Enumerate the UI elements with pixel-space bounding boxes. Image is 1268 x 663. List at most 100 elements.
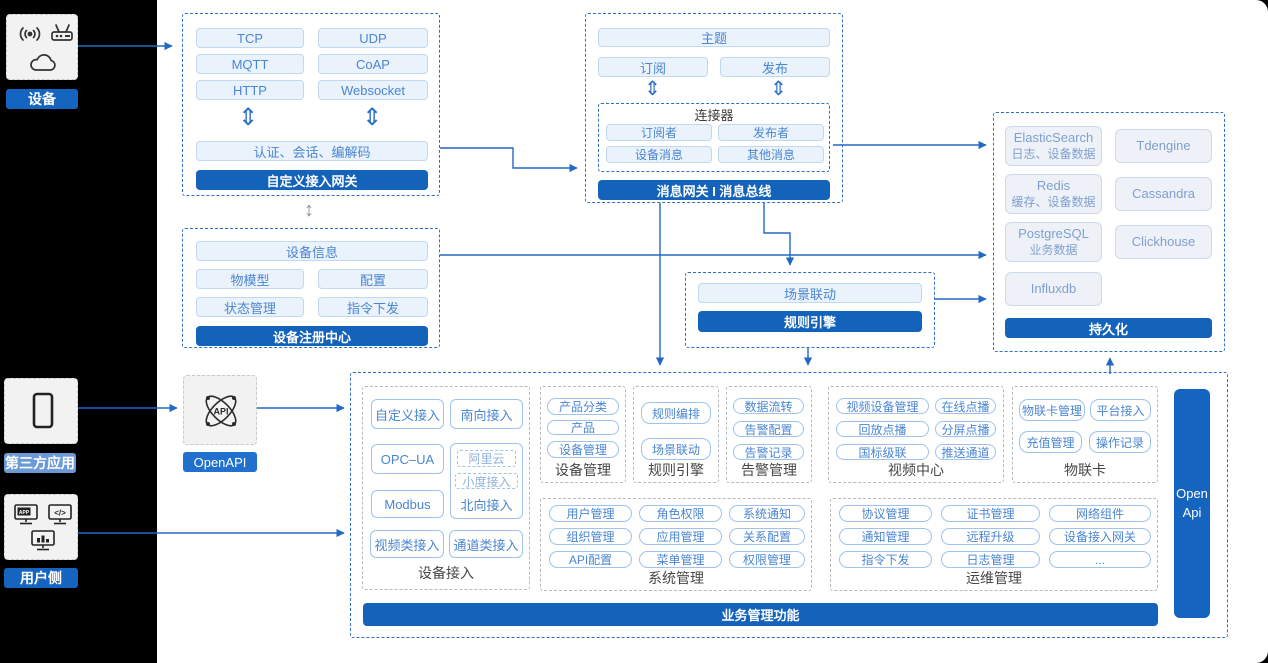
open-api-line2: Api bbox=[1182, 504, 1202, 520]
app-monitor-icon: APP bbox=[13, 503, 39, 527]
role-perm-pill: 角色权限 bbox=[639, 505, 722, 522]
openapi-label: OpenAPI bbox=[183, 452, 257, 472]
log-mgmt-pill: 日志管理 bbox=[941, 551, 1040, 568]
open-api-line1: Open bbox=[1176, 486, 1208, 502]
protocol-websocket: Websocket bbox=[318, 80, 428, 100]
aliyun-pill: 阿里云 bbox=[457, 450, 516, 467]
db-tdengine: Tdengine bbox=[1115, 129, 1212, 163]
svg-text:APP: APP bbox=[19, 510, 30, 516]
db-desc: 日志、设备数据 bbox=[1011, 146, 1096, 161]
device-mgmt-pill: 设备管理 bbox=[547, 441, 619, 458]
connector-title: 连接器 bbox=[694, 107, 734, 123]
split-screen-pill: 分屏点播 bbox=[935, 421, 996, 437]
notice-mgmt-pill: 通知管理 bbox=[839, 528, 932, 545]
db-desc: 缓存、设备数据 bbox=[1011, 194, 1096, 209]
updown-arrow-icon: ⇕ bbox=[362, 104, 383, 131]
relation-config-pill: 关系配置 bbox=[729, 528, 805, 545]
north-access-label: 北向接入 bbox=[460, 497, 513, 513]
video-access-pill: 视频类接入 bbox=[370, 530, 444, 558]
custom-gateway-bar: 自定义接入网关 bbox=[196, 170, 428, 190]
message-gateway-bar: 消息网关 I 消息总线 bbox=[598, 180, 830, 200]
more-pill: ... bbox=[1049, 551, 1151, 568]
operation-record-pill: 操作记录 bbox=[1089, 431, 1151, 453]
device-message-pill: 设备消息 bbox=[606, 146, 712, 163]
chart-monitor-icon bbox=[30, 529, 56, 553]
svg-text:API: API bbox=[213, 407, 228, 417]
xiaodu-access-pill: 小度接入 bbox=[455, 473, 518, 489]
custom-access-pill: 自定义接入 bbox=[371, 399, 444, 429]
gray-updown-arrow-icon: ↕ bbox=[304, 199, 314, 221]
db-redis: Redis 缓存、设备数据 bbox=[1005, 174, 1102, 214]
iot-card-mgmt-pill: 物联卡管理 bbox=[1019, 399, 1085, 421]
iot-card-label: 物联卡 bbox=[1064, 461, 1106, 478]
openapi-box: API bbox=[183, 375, 257, 445]
cloud-icon bbox=[26, 51, 60, 75]
db-cassandra: Cassandra bbox=[1115, 177, 1212, 211]
data-flow-pill: 数据流转 bbox=[733, 398, 804, 414]
message-gateway-box bbox=[585, 13, 843, 203]
db-name: Clickhouse bbox=[1131, 233, 1196, 249]
router-icon bbox=[47, 21, 77, 45]
modbus-pill: Modbus bbox=[371, 490, 444, 518]
api-config-pill: API配置 bbox=[549, 551, 632, 568]
updown-arrow-icon: ⇕ bbox=[770, 78, 787, 100]
status-mgmt-pill: 状态管理 bbox=[196, 297, 304, 317]
db-name: PostgreSQL bbox=[1018, 226, 1089, 242]
channel-access-pill: 通道类接入 bbox=[449, 530, 523, 558]
db-name: ElasticSearch bbox=[1013, 130, 1094, 146]
command-pill: 指令下发 bbox=[318, 297, 428, 317]
custom-gateway-box bbox=[182, 13, 440, 196]
north-access-group bbox=[450, 443, 523, 519]
alarm-record-pill: 告警记录 bbox=[733, 444, 804, 460]
push-channel-pill: 推送通道 bbox=[935, 444, 996, 460]
business-bar: 业务管理功能 bbox=[363, 603, 1158, 626]
recharge-mgmt-pill: 充值管理 bbox=[1019, 431, 1082, 453]
subscriber-pill: 订阅者 bbox=[606, 124, 712, 141]
persistence-bar: 持久化 bbox=[1005, 318, 1212, 338]
publisher-pill: 发布者 bbox=[718, 124, 824, 141]
rule-engine-box bbox=[685, 272, 935, 348]
system-label: 系统管理 bbox=[648, 569, 704, 586]
db-name: Tdengine bbox=[1136, 137, 1191, 153]
device-access-column bbox=[362, 386, 530, 590]
user-side-box: APP </> bbox=[4, 494, 78, 560]
protocol-coap: CoAP bbox=[318, 54, 428, 74]
alarm-column bbox=[726, 386, 812, 483]
rule-engine-column bbox=[633, 386, 719, 483]
auth-session-codec: 认证、会话、编解码 bbox=[196, 141, 428, 161]
third-party-app-box bbox=[4, 378, 78, 444]
other-message-pill: 其他消息 bbox=[718, 146, 824, 163]
subscribe-pill: 订阅 bbox=[598, 57, 708, 77]
online-play-pill: 在线点播 bbox=[935, 398, 996, 414]
scene-linkage-pill: 场景联动 bbox=[698, 283, 922, 303]
ops-column bbox=[830, 498, 1158, 591]
alarm-label: 告警管理 bbox=[741, 461, 797, 478]
db-elasticsearch: ElasticSearch 日志、设备数据 bbox=[1005, 126, 1102, 166]
protocol-mqtt: MQTT bbox=[196, 54, 304, 74]
command-pill2: 指令下发 bbox=[839, 551, 932, 568]
south-access-pill: 南向接入 bbox=[450, 399, 523, 429]
product-pill: 产品 bbox=[547, 420, 619, 435]
user-mgmt-pill: 用户管理 bbox=[549, 505, 632, 522]
video-device-mgmt-pill: 视频设备管理 bbox=[836, 398, 929, 414]
protocol-tcp: TCP bbox=[196, 28, 304, 48]
device-mgmt-column bbox=[540, 386, 626, 483]
rule-orchestration-pill: 规则编排 bbox=[641, 402, 711, 424]
gb-cascade-pill: 国标级联 bbox=[836, 444, 929, 460]
device-mgmt-label: 设备管理 bbox=[555, 461, 611, 478]
publish-pill: 发布 bbox=[720, 57, 830, 77]
app-mgmt-pill: 应用管理 bbox=[639, 528, 722, 545]
svg-text:</>: </> bbox=[54, 509, 66, 518]
topic-pill: 主题 bbox=[598, 28, 830, 47]
db-postgresql: PostgreSQL 业务数据 bbox=[1005, 222, 1102, 262]
db-name: Cassandra bbox=[1132, 185, 1195, 201]
menu-mgmt-pill: 菜单管理 bbox=[639, 551, 722, 568]
api-atom-icon: API bbox=[193, 383, 249, 439]
product-category-pill: 产品分类 bbox=[547, 398, 619, 415]
open-api-vertical-bar: Open Api bbox=[1174, 389, 1210, 618]
business-box bbox=[350, 372, 1228, 638]
third-party-rail-label: 第三方应用 bbox=[4, 453, 76, 473]
playback-pill: 回放点播 bbox=[836, 421, 929, 437]
device-sources-box bbox=[6, 14, 78, 80]
